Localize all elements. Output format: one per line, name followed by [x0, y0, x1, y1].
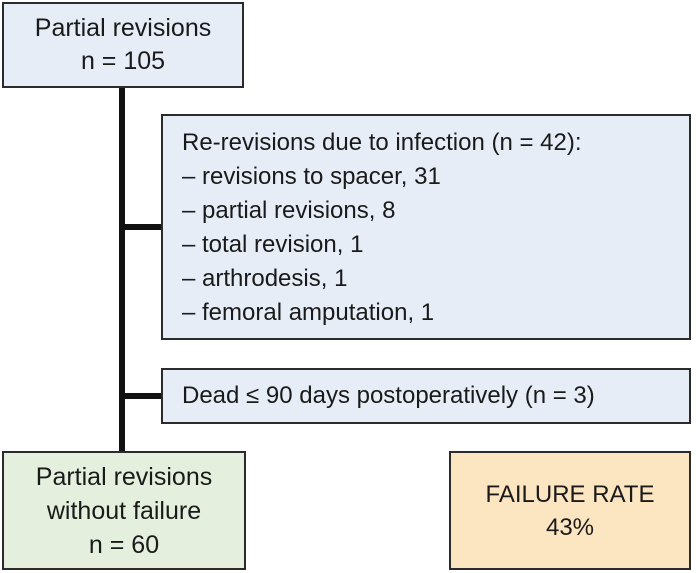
- infection-item-partial: – partial revisions, 8: [182, 197, 396, 224]
- without-failure-line2: without failure: [46, 496, 202, 525]
- flow-connector-vertical: [119, 88, 125, 451]
- infection-item-amputation: – femoral amputation, 1: [182, 299, 435, 326]
- failure-rate-value: 43%: [545, 513, 595, 541]
- failure-rate-box: FAILURE RATE 43%: [449, 451, 691, 570]
- partial-revisions-count: n = 105: [80, 47, 166, 75]
- failure-rate-label: FAILURE RATE: [485, 480, 655, 508]
- infection-item-total: – total revision, 1: [182, 231, 364, 258]
- infection-item-arthrodesis: – arthrodesis, 1: [182, 265, 348, 292]
- without-failure-count: n = 60: [88, 530, 160, 559]
- dead-postoperatively-box: Dead ≤ 90 days postoperatively (n = 3): [161, 368, 691, 424]
- dead-postoperatively-text: Dead ≤ 90 days postoperatively (n = 3): [182, 382, 595, 409]
- partial-revisions-box: Partial revisions n = 105: [2, 2, 244, 88]
- without-failure-line1: Partial revisions: [35, 462, 213, 491]
- partial-revisions-title: Partial revisions: [34, 14, 212, 42]
- infection-rerevisions-box: Re-revisions due to infection (n = 42): …: [161, 114, 691, 340]
- flow-connector-to-dead: [119, 393, 161, 399]
- without-failure-box: Partial revisions without failure n = 60: [2, 451, 246, 570]
- infection-item-spacer: – revisions to spacer, 31: [182, 163, 441, 190]
- infection-heading: Re-revisions due to infection (n = 42):: [182, 129, 582, 156]
- flow-connector-to-infection: [119, 224, 161, 230]
